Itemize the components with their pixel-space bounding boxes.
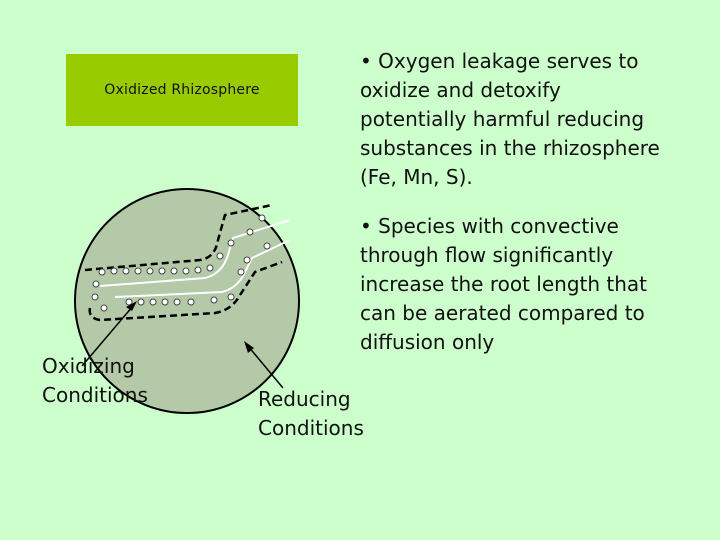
bullet-oxygen-leakage: • Oxygen leakage serves to oxidize and d… (360, 47, 705, 192)
oxidizing-conditions-label: Oxidizing Conditions (42, 352, 148, 410)
reducing-conditions-label: Reducing Conditions (258, 385, 364, 443)
bullet-list: • Oxygen leakage serves to oxidize and d… (360, 47, 705, 377)
bullet-convective-flow: • Species with convective through flow s… (360, 212, 705, 357)
